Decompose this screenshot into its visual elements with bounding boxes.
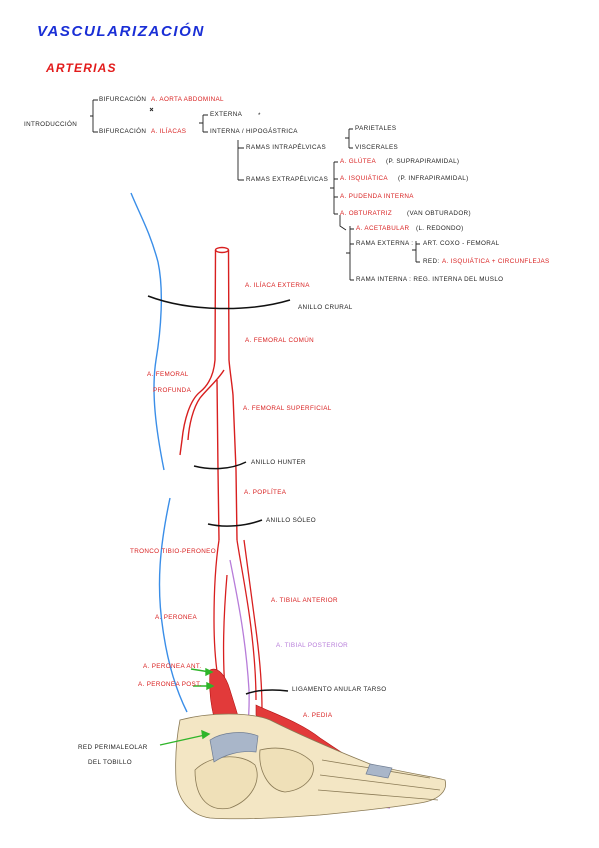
femoral-profunda-label-1: A. FEMORAL xyxy=(147,371,189,378)
tronco-tibio-label: TRONCO TIBIO-PERONEO xyxy=(130,548,216,555)
intrapelvicas-label: RAMAS INTRAPÉLVICAS xyxy=(246,144,327,151)
viscerales-label: VISCERALES xyxy=(355,144,399,151)
red-label: RED: xyxy=(423,258,440,265)
externa-label: EXTERNA xyxy=(210,111,243,118)
extra-item-name: A. ISQUIÁTICA xyxy=(340,175,388,182)
femoral-superficial-label: A. FEMORAL SUPERFICIAL xyxy=(243,405,332,412)
extra-item-note: (VAN OBTURADOR) xyxy=(407,210,471,217)
extra-item-name: A. GLÚTEA xyxy=(340,158,377,165)
extra-item-name: A. OBTURATRIZ xyxy=(340,210,393,217)
ligamento-label: LIGAMENTO ANULAR TARSO xyxy=(292,686,387,693)
extra-item-name: A. PUDENDA INTERNA xyxy=(340,193,414,200)
extrapelvicas-label: RAMAS EXTRAPÉLVICAS xyxy=(246,176,329,183)
iliaca-externa-label: A. ILÍACA EXTERNA xyxy=(245,282,310,289)
foot-bones xyxy=(175,713,447,820)
femoral-comun-label: A. FEMORAL COMÚN xyxy=(245,337,315,344)
peronea-post-label: A. PERONEA POST. xyxy=(138,681,202,688)
acetabular-label: A. ACETABULAR xyxy=(356,225,410,232)
tree-brackets xyxy=(90,99,420,281)
femoral-artery xyxy=(179,246,238,541)
anillo-crural-label: ANILLO CRURAL xyxy=(298,304,353,311)
peronea-label: A. PERONEA xyxy=(155,614,197,621)
red-perimaleolar-label-1: RED PERIMALEOLAR xyxy=(78,744,148,751)
tibial-anterior-label: A. TIBIAL ANTERIOR xyxy=(271,597,338,604)
parietales-label: PARIETALES xyxy=(355,125,397,132)
interna-label: INTERNA / HIPOGÁSTRICA xyxy=(210,128,298,135)
red-perimaleolar-label-2: DEL TOBILLO xyxy=(88,759,132,766)
bif1-label: BIFURCACIÓN xyxy=(99,96,147,103)
anillo-soleo-label: ANILLO SÓLEO xyxy=(266,517,317,524)
red-value: A. ISQUIÁTICA + CIRCUNFLEJAS xyxy=(442,258,550,265)
acetabular-note: (L. REDONDO) xyxy=(416,225,464,232)
rings xyxy=(147,295,291,695)
rama-externa-label: RAMA EXTERNA : xyxy=(356,240,414,247)
bif2-value: A. ILÍACAS xyxy=(151,128,187,135)
bif2-label: BIFURCACIÓN xyxy=(99,128,147,135)
pedia-label: A. PEDIA xyxy=(303,712,333,719)
rama-interna-label: RAMA INTERNA : REG. INTERNA DEL MUSLO xyxy=(356,276,504,283)
extra-item-note: (P. INFRAPIRAMIDAL) xyxy=(398,175,469,182)
page-title: VASCULARIZACIÓN xyxy=(37,23,205,40)
section-heading: ARTERIAS xyxy=(46,61,117,75)
femoral-profunda-label-2: PROFUNDA xyxy=(153,387,192,394)
poplitea-label: A. POPLÍTEA xyxy=(244,489,287,496)
anillo-hunter-label: ANILLO HUNTER xyxy=(251,459,306,466)
externa-mark: * xyxy=(258,112,261,119)
art-coxo-label: ART. COXO - FEMORAL xyxy=(423,240,500,247)
peronea-ant-label: A. PERONEA ANT. xyxy=(143,663,202,670)
ankle-ligament xyxy=(209,732,393,779)
bif1-value: A. AORTA ABDOMINAL xyxy=(151,96,224,103)
extra-item-note: (P. SUPRAPIRAMIDAL) xyxy=(386,158,460,165)
leg-outline xyxy=(130,192,188,713)
intro-root: INTRODUCCIÓN xyxy=(24,121,78,128)
green-pointers xyxy=(159,667,215,746)
tibial-posterior-label: A. TIBIAL POSTERIOR xyxy=(276,642,349,649)
